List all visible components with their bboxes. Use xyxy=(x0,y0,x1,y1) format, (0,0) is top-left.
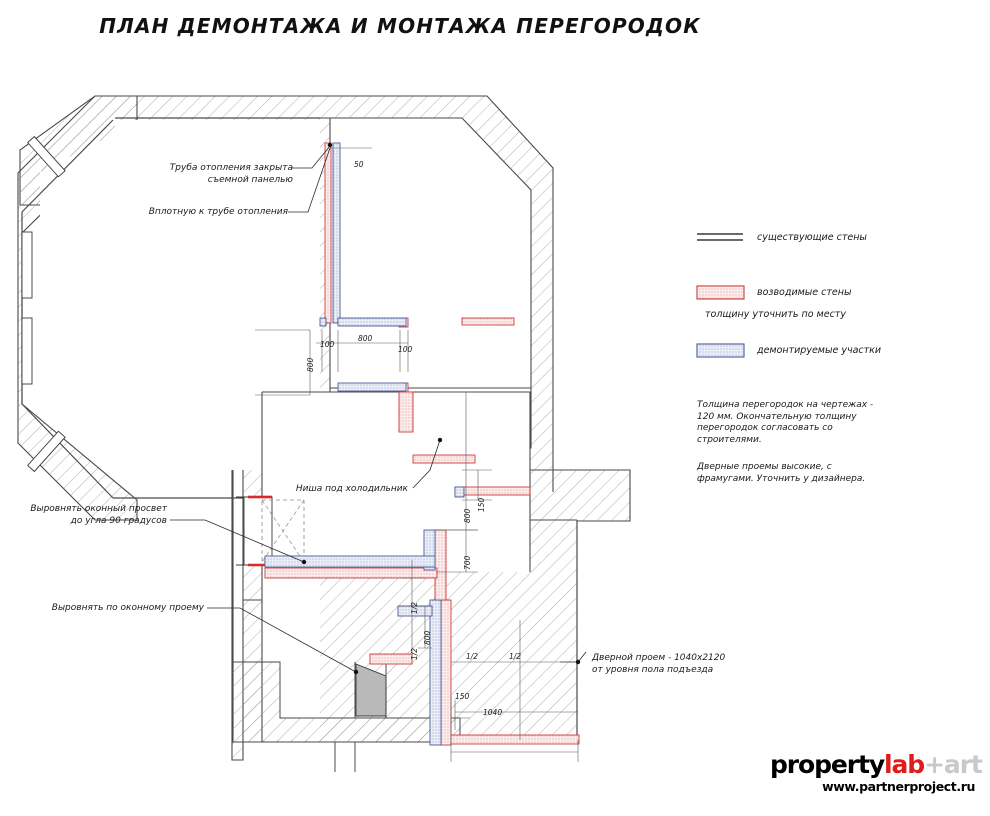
demo-wall-horz-b xyxy=(337,382,407,392)
demo-wall-kitchen-horz xyxy=(264,555,436,568)
dimension-half-2: 1/2 xyxy=(410,647,419,660)
demo-wall-doorpost xyxy=(319,317,327,327)
legend-label-existing: существующие стены xyxy=(757,232,867,243)
dimension-800-vertical: 800 xyxy=(306,357,315,372)
annotation-align-by-window: Выровнять по оконному проему xyxy=(51,603,204,613)
kitchen-room-area xyxy=(262,392,530,572)
dimension-1040: 1040 xyxy=(483,708,503,717)
logo-wordmark: propertylab+art xyxy=(770,750,983,779)
logo-website-url[interactable]: www.partnerproject.ru xyxy=(822,779,975,794)
annotation-pipe-closed: Труба отопления закрыта съемной панелью xyxy=(169,163,293,185)
living-room-walls xyxy=(21,117,320,499)
existing-walls-group xyxy=(17,95,631,772)
new-wall-bottom-run xyxy=(450,734,580,745)
new-wall-vertical-top xyxy=(324,142,332,324)
legend-sublabel-new: толщину уточнить по месту xyxy=(705,309,846,320)
demo-wall-entry-vert xyxy=(429,599,442,746)
new-wall-entry-vert xyxy=(440,599,452,746)
logo-part-art: +art xyxy=(924,750,983,779)
dimension-150-a: 150 xyxy=(477,497,486,512)
demolished-partitions-group xyxy=(264,142,465,746)
dimension-half-1: 1/2 xyxy=(410,601,419,614)
demo-wall-vertical-top xyxy=(332,142,341,324)
company-logo[interactable]: propertylab+art www.partnerproject.ru xyxy=(770,750,983,795)
dimension-800-a: 800 xyxy=(358,334,373,343)
legend-swatch-demolish xyxy=(696,343,745,358)
demo-wall-kitchen-vert xyxy=(423,529,436,571)
legend-swatch-new xyxy=(696,285,745,300)
page-title: ПЛАН ДЕМОНТАЖА И МОНТАЖА ПЕРЕГОРОДОК xyxy=(99,14,701,38)
annotation-fridge-niche: Ниша под холодильник xyxy=(295,484,408,494)
dimension-150-b: 150 xyxy=(455,692,470,701)
legend-label-new: возводимые стены xyxy=(757,287,852,298)
legend-swatch-existing xyxy=(697,233,743,241)
new-wall-niche-vert xyxy=(398,391,414,433)
logo-part-lab: lab xyxy=(884,750,925,779)
legend-label-demolish: демонтируемые участки xyxy=(757,345,882,356)
dimension-half-4: 1/2 xyxy=(509,652,522,661)
new-wall-entry-cap xyxy=(369,653,413,665)
dimension-800-b: 800 xyxy=(463,508,472,523)
right-rooms-outline xyxy=(455,469,578,743)
dimension-100-b: 100 xyxy=(398,345,413,354)
demo-wall-niche-post xyxy=(454,486,465,498)
new-wall-kitchen-horz xyxy=(264,567,438,579)
legend-swatches xyxy=(696,233,745,358)
annotation-align-window-light: Выровнять оконный просвет до угла 90 гра… xyxy=(30,504,167,526)
dimension-700: 700 xyxy=(463,555,472,570)
interior-floor-area-2 xyxy=(40,120,320,470)
dimension-100-a: 100 xyxy=(320,340,335,349)
note-door-openings: Дверные проемы высокие, с фрамугами. Уто… xyxy=(697,462,866,484)
dimension-lines xyxy=(255,147,579,762)
dimension-50: 50 xyxy=(354,160,364,169)
annotation-tight-to-pipe: Вплотную к трубе отопления xyxy=(148,207,288,217)
demo-wall-horz-a xyxy=(337,317,407,327)
dimension-800-c: 800 xyxy=(423,630,432,645)
note-partition-thickness: Толщина перегородок на чертежах - 120 мм… xyxy=(697,400,874,445)
new-wall-seg-a xyxy=(461,317,515,326)
entry-door-jamb xyxy=(334,662,387,772)
new-partitions-group xyxy=(248,142,580,746)
new-wall-niche-horz xyxy=(412,454,476,464)
dimension-half-3: 1/2 xyxy=(466,652,479,661)
logo-part-property: property xyxy=(770,750,885,779)
annotation-door-opening: Дверной проем - 1040х2120 от уровня пола… xyxy=(592,653,726,675)
window-openings xyxy=(21,135,66,473)
leader-lines xyxy=(170,142,587,675)
